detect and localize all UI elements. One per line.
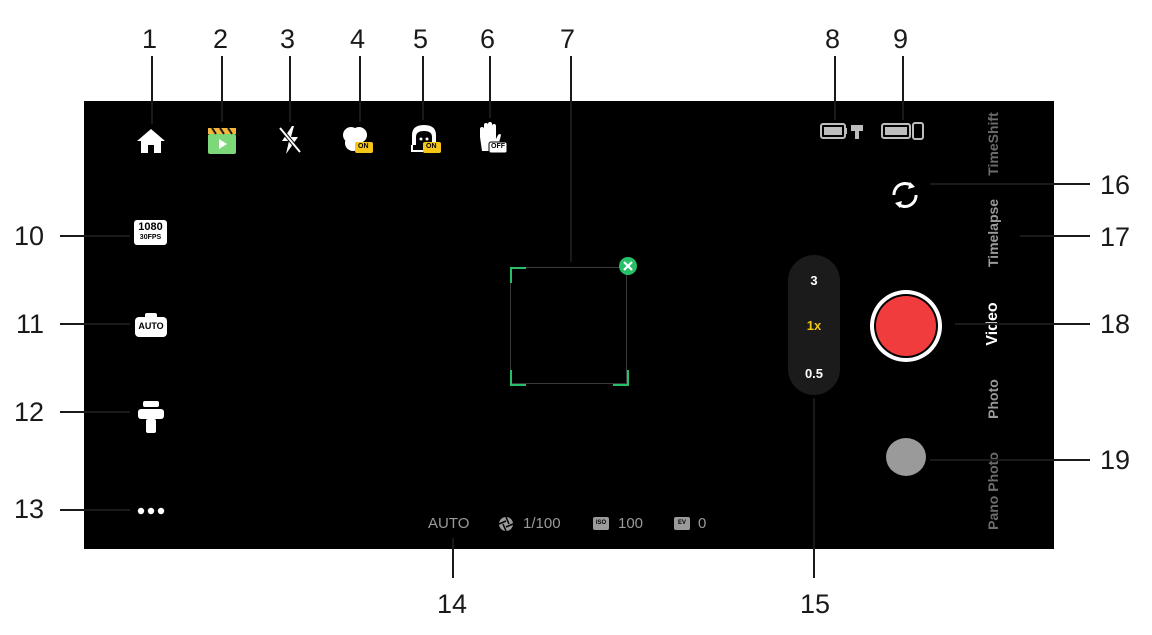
callout-15: 15 — [800, 589, 831, 619]
beauty-icon[interactable] — [340, 125, 374, 155]
callout-5: 5 — [413, 24, 429, 54]
callout-14: 14 — [437, 589, 468, 619]
ev-icon-label: EV — [677, 520, 686, 526]
shutter-value: 1/100 — [523, 515, 561, 532]
callout-2: 2 — [213, 24, 229, 54]
gimbal-mode-icon[interactable] — [136, 399, 166, 435]
framerate-label: 30FPS — [139, 234, 162, 241]
iso-icon-label: ISO — [595, 520, 607, 526]
callout-1: 1 — [142, 24, 158, 54]
callout-18: 18 — [1100, 309, 1131, 339]
exposure-mode-label: AUTO — [428, 515, 470, 532]
album-thumbnail[interactable] — [886, 438, 926, 476]
zoom-1x[interactable]: 1x — [806, 318, 822, 333]
iso-icon: ISO — [593, 517, 609, 530]
phone-battery-icon — [881, 122, 924, 140]
resolution-icon[interactable]: 1080 30FPS — [134, 220, 167, 245]
callout-4: 4 — [350, 24, 366, 54]
tracking-box[interactable] — [510, 267, 629, 386]
scene-mode-label: AUTO — [138, 321, 164, 331]
callout-13: 13 — [14, 494, 45, 524]
callout-10: 10 — [14, 221, 45, 251]
ev-icon: EV — [674, 517, 690, 530]
gesture-control-icon[interactable] — [474, 121, 508, 155]
ev-value: 0 — [698, 515, 707, 532]
scene-mode-icon[interactable]: AUTO — [135, 313, 167, 337]
callout-19: 19 — [1100, 445, 1131, 475]
close-tracking-icon[interactable] — [618, 256, 638, 276]
callout-17: 17 — [1100, 222, 1131, 252]
zoom-0-5x[interactable]: 0.5 — [804, 366, 824, 381]
beauty-badge-label: ON — [358, 143, 369, 150]
more-icon[interactable] — [137, 506, 165, 516]
home-icon[interactable] — [136, 127, 166, 155]
callout-8: 8 — [825, 24, 841, 54]
iso-value: 100 — [618, 515, 644, 532]
callout-7: 7 — [560, 24, 576, 54]
callout-6: 6 — [480, 24, 496, 54]
callout-11: 11 — [16, 309, 45, 339]
face-tracking-icon[interactable] — [408, 123, 442, 155]
switch-camera-icon[interactable] — [888, 178, 922, 212]
flash-off-icon[interactable] — [277, 125, 303, 155]
story-mode-icon[interactable] — [206, 125, 238, 155]
callout-12: 12 — [14, 397, 45, 427]
camera-screen: ON ON OFF 1080 30FPS AUTO — [84, 101, 1054, 549]
shutter-icon — [498, 516, 514, 532]
callout-16: 16 — [1100, 170, 1131, 200]
callout-3: 3 — [280, 24, 296, 54]
face-badge-label: ON — [426, 143, 437, 150]
gesture-badge-label: OFF — [491, 143, 505, 150]
callout-9: 9 — [893, 24, 909, 54]
zoom-selector[interactable]: 3 1x 0.5 — [788, 255, 840, 395]
zoom-3x[interactable]: 3 — [810, 273, 818, 288]
gimbal-battery-icon — [820, 123, 863, 139]
resolution-label: 1080 — [138, 221, 163, 233]
record-button[interactable] — [870, 290, 942, 362]
